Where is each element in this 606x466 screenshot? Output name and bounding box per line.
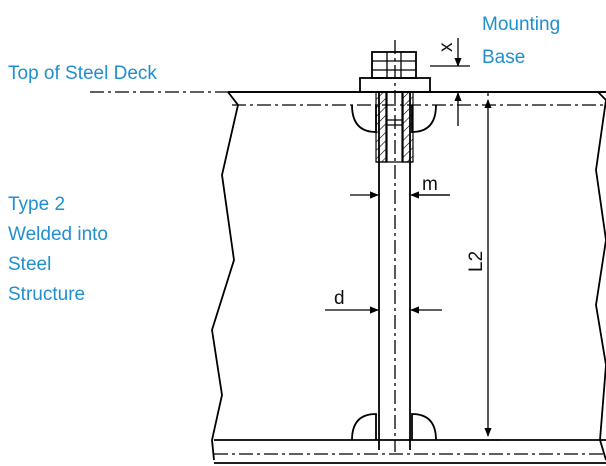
label-welded-into: Welded into: [8, 224, 108, 245]
label-top-of-steel-deck: Top of Steel Deck: [8, 63, 157, 84]
label-base: Base: [482, 47, 525, 68]
dim-label-x: x: [436, 42, 457, 52]
bottom-weld-caps: [351, 413, 437, 441]
label-mounting: Mounting: [482, 14, 560, 35]
steel-structure-outline: [211, 91, 606, 464]
top-weld-caps: [351, 104, 437, 133]
dim-label-d: d: [334, 288, 345, 309]
label-structure: Structure: [8, 284, 85, 305]
dimension-l2: [440, 91, 500, 441]
dim-label-m: m: [422, 174, 438, 195]
dim-label-l2: L2: [466, 251, 487, 272]
label-steel: Steel: [8, 254, 51, 275]
label-type-2: Type 2: [8, 194, 65, 215]
